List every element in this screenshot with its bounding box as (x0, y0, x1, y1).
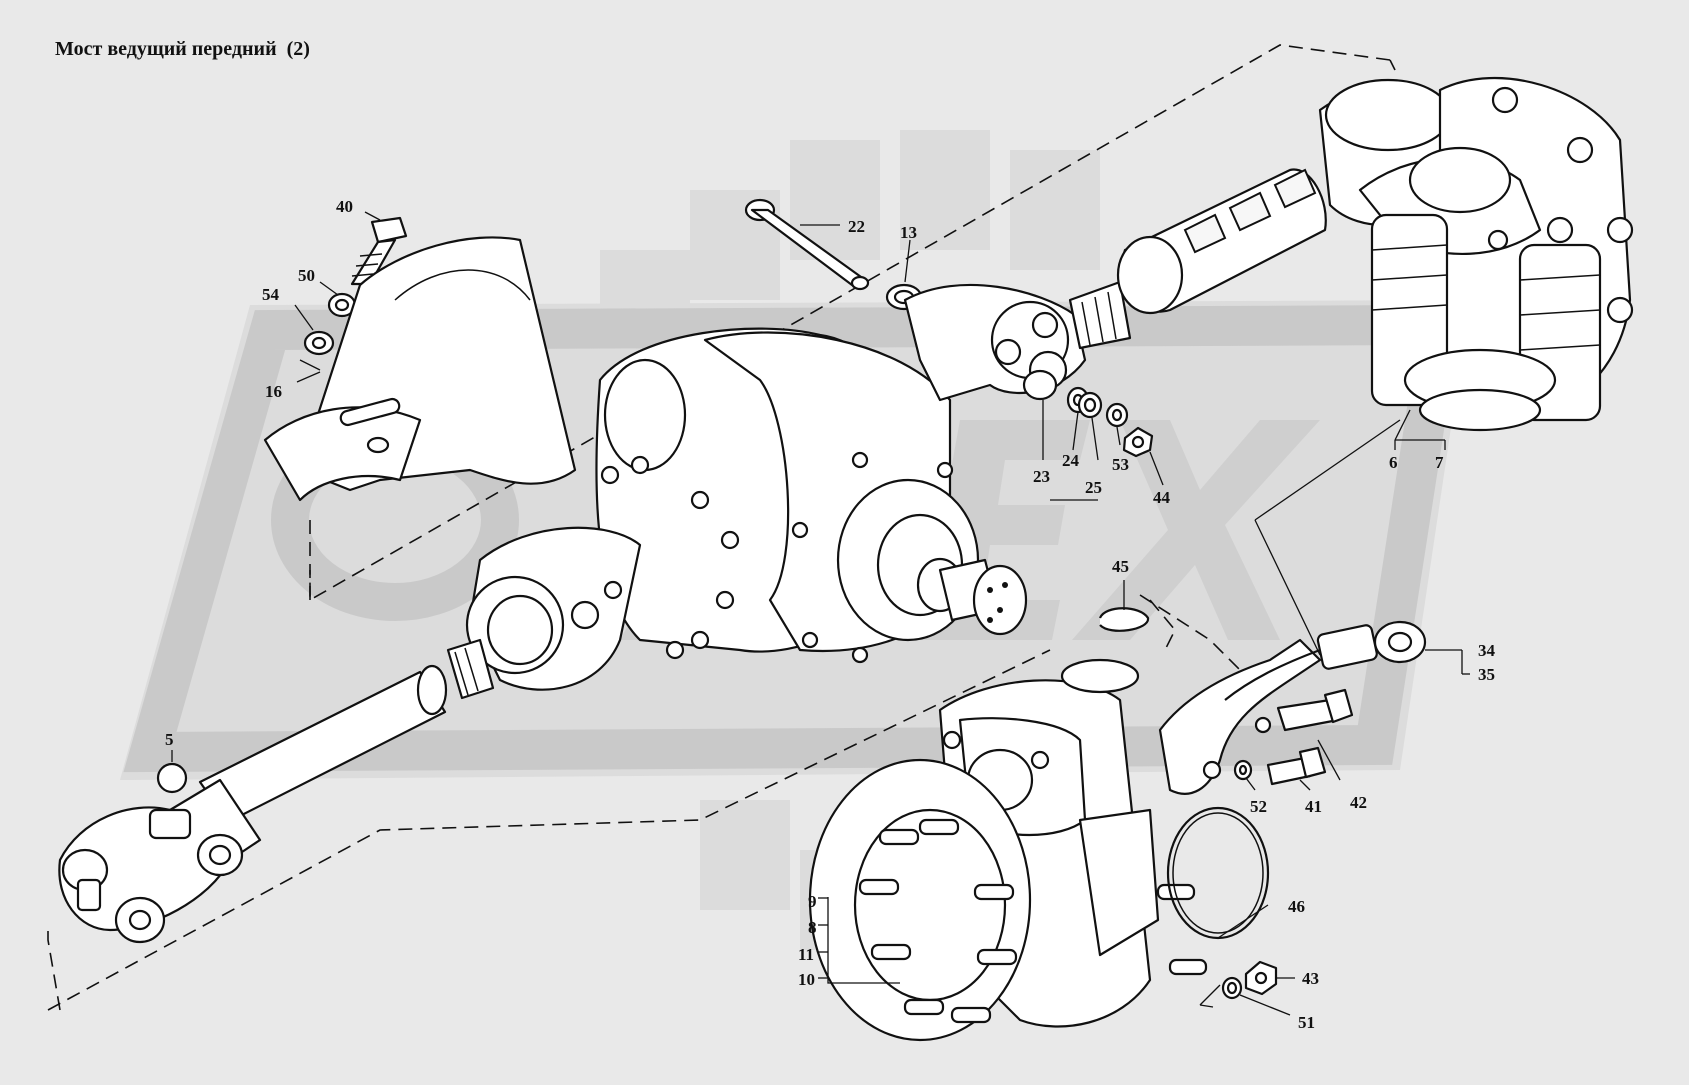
label-44: 44 (1153, 488, 1171, 507)
label-25: 25 (1085, 478, 1102, 497)
watermark-letter-x (1072, 420, 1320, 640)
part-34-35-hose-bracket (1158, 620, 1427, 795)
label-53: 53 (1112, 455, 1129, 474)
label-35: 35 (1478, 665, 1495, 684)
label-41: 41 (1305, 797, 1322, 816)
part-46-o-ring (1166, 806, 1270, 940)
left-housing-arm (446, 526, 642, 700)
part-43-nut (1244, 960, 1278, 996)
part-5-cardan-shaft (58, 664, 448, 944)
part-16-shield (263, 236, 577, 502)
part-51-washer (1221, 976, 1243, 1000)
label-7: 7 (1435, 453, 1444, 472)
label-42: 42 (1350, 793, 1367, 812)
part-41-bolt (1266, 746, 1327, 786)
tube-slots (1183, 168, 1317, 254)
part-52-washer (1233, 759, 1253, 781)
label-52: 52 (1250, 797, 1267, 816)
label-34: 34 (1478, 641, 1496, 660)
label-43: 43 (1302, 969, 1319, 988)
flange-studs (858, 818, 1018, 1024)
part-25-washer (1077, 391, 1103, 419)
label-13: 13 (900, 223, 917, 242)
label-22: 22 (848, 217, 865, 236)
label-24: 24 (1062, 451, 1080, 470)
label-50: 50 (298, 266, 315, 285)
label-23: 23 (1033, 467, 1050, 486)
title-suffix: (2) (286, 38, 310, 60)
label-9: 9 (808, 892, 817, 911)
callout-labels: 5 40 50 54 16 22 13 23 24 25 53 44 6 7 4… (165, 197, 1496, 1032)
label-46: 46 (1288, 897, 1305, 916)
part-44-nut (1122, 426, 1154, 458)
label-6: 6 (1389, 453, 1398, 472)
leader-lines (171, 211, 1470, 1016)
knuckle-cylinders (1370, 213, 1602, 432)
part-50-lock-washer (327, 292, 357, 318)
diagram-title: Мост ведущий передний (2) (55, 38, 310, 61)
part-22-pin (744, 198, 870, 291)
label-5: 5 (165, 730, 174, 749)
part-23-bushing (1022, 369, 1058, 401)
label-40: 40 (336, 197, 353, 216)
title-text: Мост ведущий передний (55, 38, 277, 60)
part-42-bolt (1254, 688, 1354, 734)
knuckle-housing-lower (808, 658, 1208, 1042)
label-11: 11 (798, 945, 814, 964)
housing-flange-bolts (600, 451, 954, 664)
label-51: 51 (1298, 1013, 1315, 1032)
part-6-7-knuckle-assembly (1116, 76, 1634, 432)
label-16: 16 (265, 382, 282, 401)
part-53-washer (1105, 402, 1129, 428)
part-54-nut (303, 330, 335, 356)
label-54: 54 (262, 285, 280, 304)
label-8: 8 (808, 918, 817, 937)
part-45-circlip (1098, 607, 1150, 632)
label-10: 10 (798, 970, 815, 989)
label-45: 45 (1112, 557, 1129, 576)
